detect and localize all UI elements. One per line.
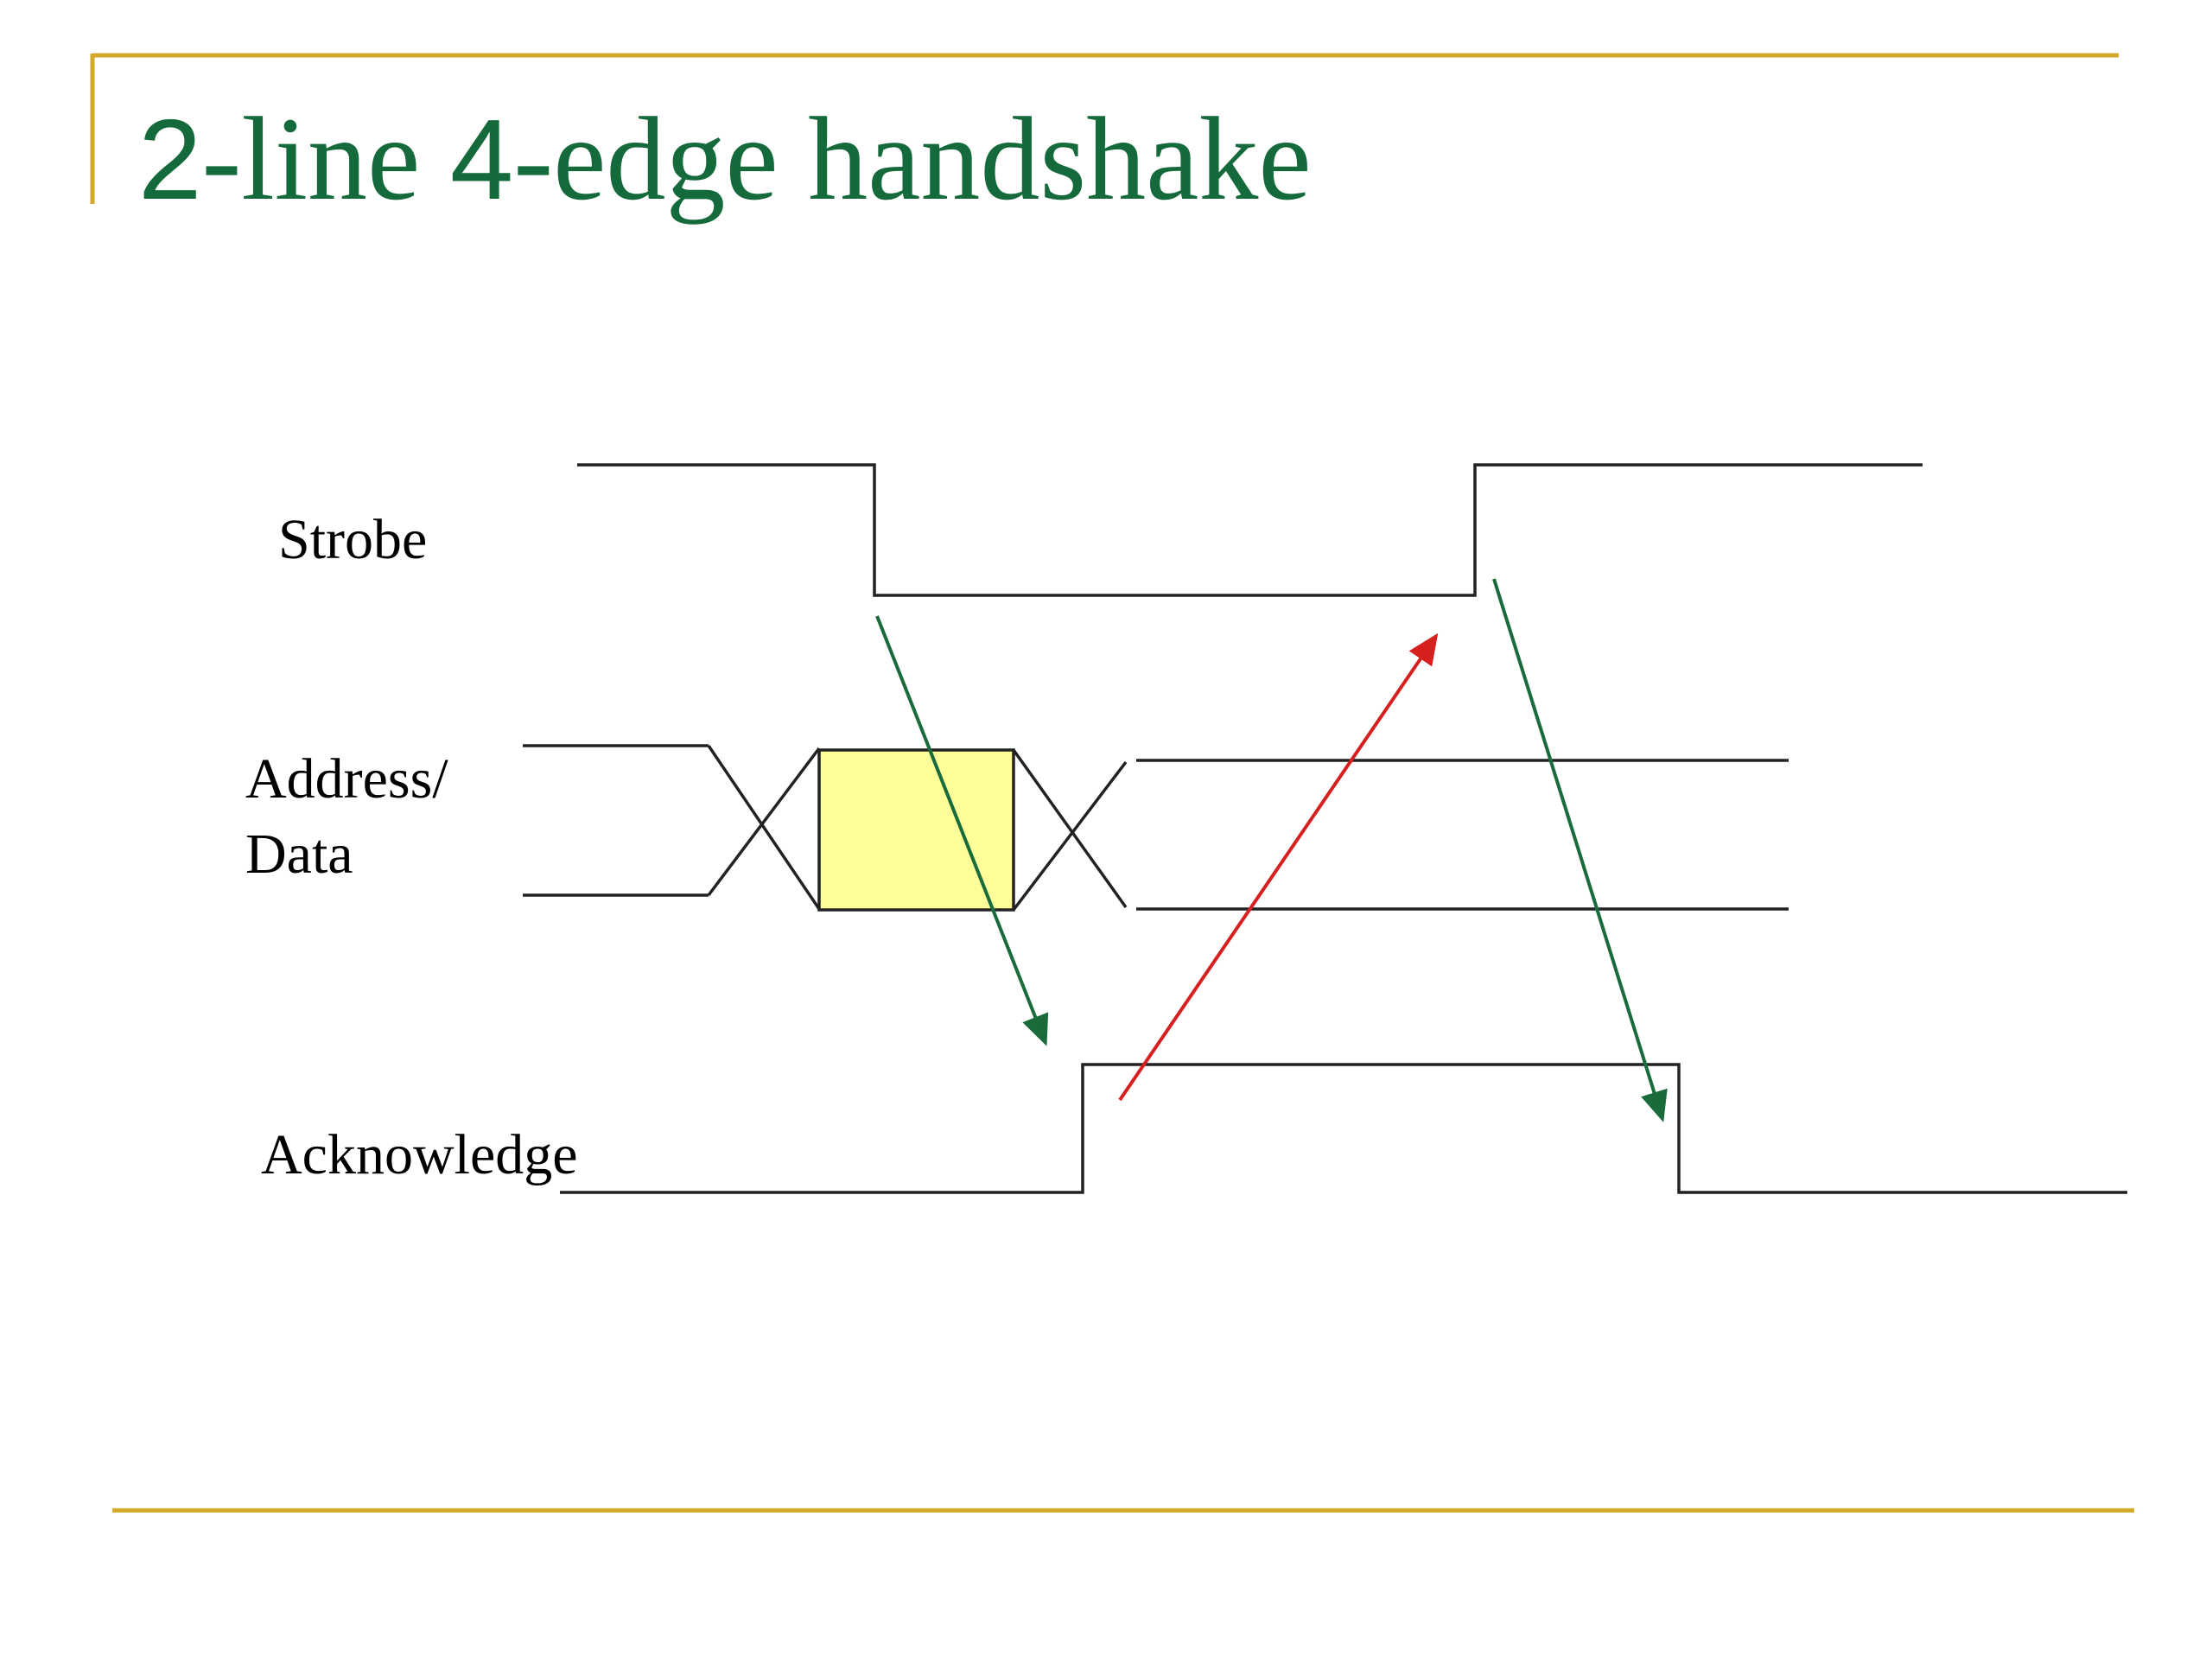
strobe-waveform	[577, 463, 1923, 597]
acknowledge-waveform	[560, 1063, 2127, 1194]
strobe-label: Strobe	[278, 508, 427, 571]
acknowledge-label: Acknowledge	[261, 1123, 578, 1186]
strobe-release-to-acknowledge-arrow	[1492, 578, 1668, 1122]
title-digit-four: 4	[450, 96, 513, 223]
title-edge-text: -edge handshake	[513, 92, 1311, 225]
address-data-waveform	[523, 744, 1789, 912]
slide-title: 2-line 4-edge handshake	[138, 92, 1312, 225]
title-line-text: -line	[201, 92, 449, 225]
address-data-label-line2: Data	[245, 823, 353, 886]
strobe-to-acknowledge-arrow	[875, 615, 1049, 1046]
address-data-label-line1: Address/	[245, 747, 448, 810]
acknowledge-to-strobe-arrow	[1118, 632, 1439, 1102]
title-digit-two: 2	[138, 96, 201, 223]
